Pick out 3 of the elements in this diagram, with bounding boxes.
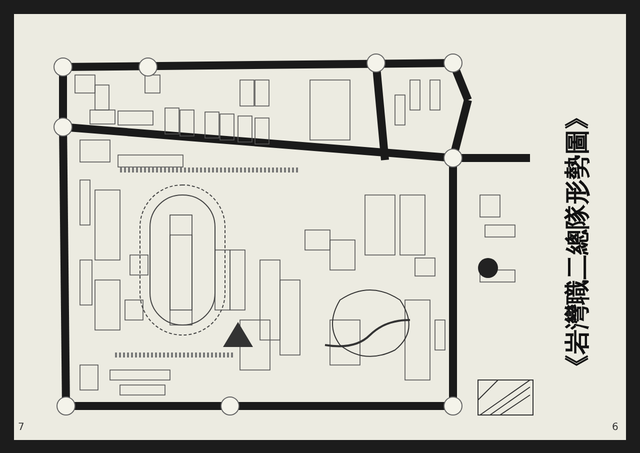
- page-number: 7: [18, 422, 24, 433]
- page-number: 6: [612, 422, 618, 433]
- map-title: 《岩灣職二總隊形勢圖》: [562, 104, 592, 382]
